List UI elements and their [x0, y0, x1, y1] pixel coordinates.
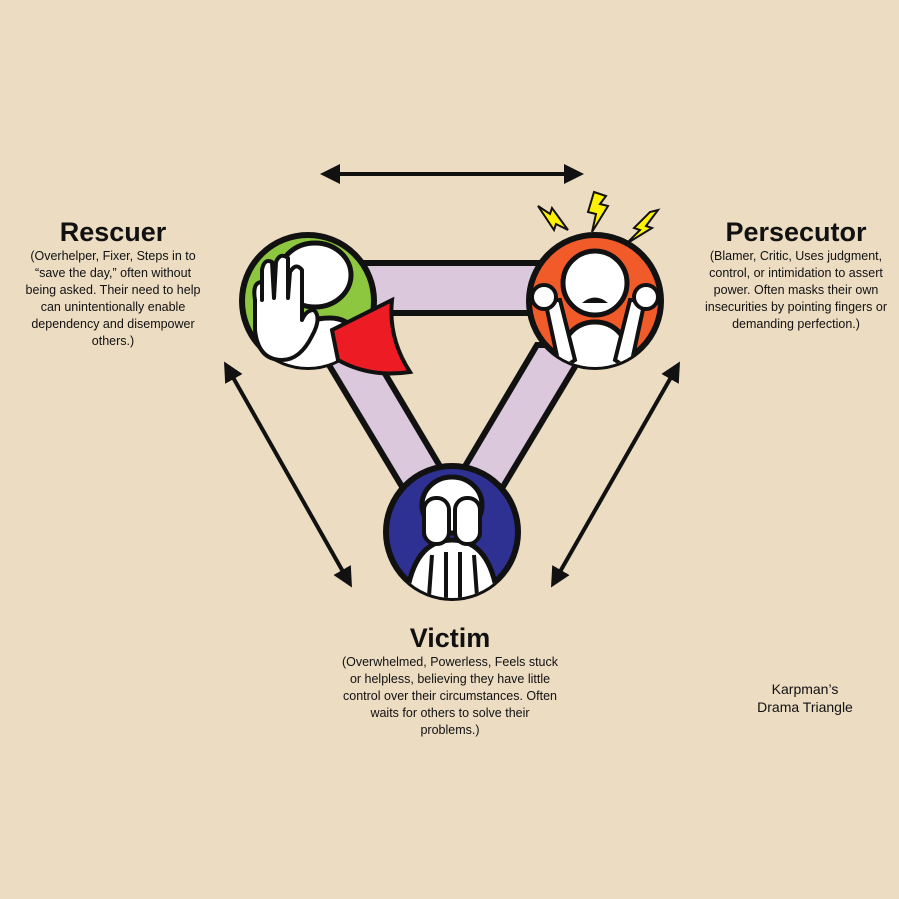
caption-line-1: Karpman’s [771, 681, 839, 697]
relationship-arrows [224, 164, 680, 588]
victim-title: Victim [409, 623, 491, 653]
rescuer-label-block: Rescuer (Overhelper, Fixer, Steps in to … [18, 216, 208, 350]
arrow-persecutor-victim [551, 361, 680, 588]
diagram-caption: Karpman’s Drama Triangle [735, 680, 875, 716]
persecutor-label-block: Persecutor (Blamer, Critic, Uses judgmen… [697, 216, 895, 333]
rescuer-title: Rescuer [59, 217, 167, 247]
caption-line-2: Drama Triangle [757, 699, 853, 715]
victim-description: (Overwhelmed, Powerless, Feels stuck or … [341, 655, 559, 737]
lightning-bolts [537, 190, 661, 245]
arrow-rescuer-victim [224, 361, 352, 588]
victim-label-block: Victim (Overwhelmed, Powerless, Feels st… [340, 622, 560, 739]
persecutor-title: Persecutor [725, 217, 867, 247]
persecutor-description: (Blamer, Critic, Uses judgment, control,… [704, 249, 888, 331]
raised-hand-caped-figure-icon [239, 232, 414, 376]
face-in-hands-figure-icon [383, 463, 521, 601]
rescuer-description: (Overhelper, Fixer, Steps in to “save th… [25, 249, 201, 348]
angry-figure-lightning-icon [526, 190, 664, 370]
